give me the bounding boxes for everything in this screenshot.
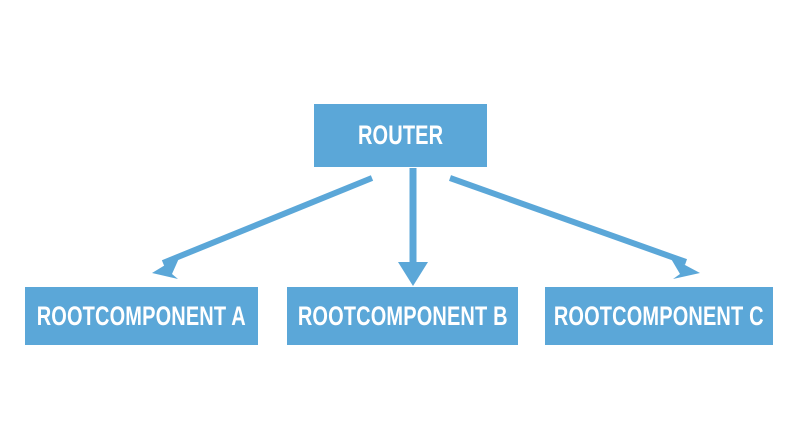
node-rootcomponent-c[interactable]: ROOTCOMPONENT C <box>545 287 773 345</box>
node-rootcomponent-b-label: ROOTCOMPONENT B <box>297 300 508 331</box>
edge-line-c <box>448 175 688 265</box>
arrowhead-a <box>152 256 180 279</box>
node-rootcomponent-a-label: ROOTCOMPONENT A <box>36 300 247 331</box>
node-rootcomponent-b[interactable]: ROOTCOMPONENT B <box>287 287 518 345</box>
arrowhead-c <box>670 257 700 279</box>
node-router-label: ROUTER <box>357 120 444 150</box>
node-rootcomponent-a[interactable]: ROOTCOMPONENT A <box>25 287 258 345</box>
edge-router-to-rootcomponent-b <box>398 168 428 286</box>
node-router[interactable]: ROUTER <box>314 104 487 167</box>
edge-router-to-rootcomponent-a <box>152 175 374 279</box>
edge-router-to-rootcomponent-c <box>448 175 700 279</box>
edge-line-a <box>161 175 374 266</box>
node-rootcomponent-c-label: ROOTCOMPONENT C <box>554 300 764 331</box>
arrowhead-b <box>398 262 428 286</box>
